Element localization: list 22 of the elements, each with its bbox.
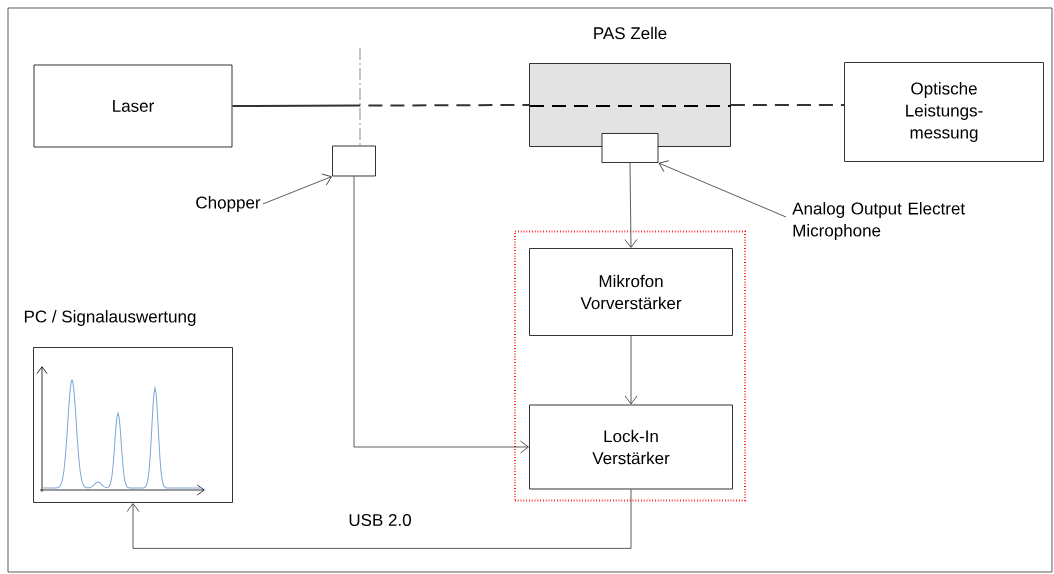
laser-beam — [231, 104, 531, 107]
microphone-box — [601, 133, 659, 163]
power-meter-box: Optische Leistungs-messung — [844, 62, 1044, 162]
pas-cell: PAS Zelle — [529, 26, 732, 147]
node-label: PAS Zelle — [594, 26, 667, 40]
leader-line — [262, 173, 332, 205]
chopper-box — [332, 145, 376, 177]
arrow — [353, 176, 529, 454]
edge-label: USB 2.0 — [346, 512, 414, 528]
lock-in-box: Lock-In Verstärker — [529, 404, 733, 490]
pc-box: PC / Signalauswertung — [24, 310, 233, 503]
callout-label: Analog Output Electret Microphone — [792, 202, 965, 240]
arrow — [126, 489, 632, 549]
laser-box: Laser — [33, 64, 233, 148]
leader-line — [658, 160, 787, 218]
arrow — [624, 335, 638, 405]
laser-beam — [729, 104, 846, 106]
preamp-box: Mikrofon Vorverstärker — [529, 248, 733, 336]
node-label: PC / Signalauswertung — [24, 310, 196, 326]
callout-label: Chopper — [196, 196, 261, 212]
arrow — [624, 162, 638, 248]
group-frame — [514, 230, 746, 502]
